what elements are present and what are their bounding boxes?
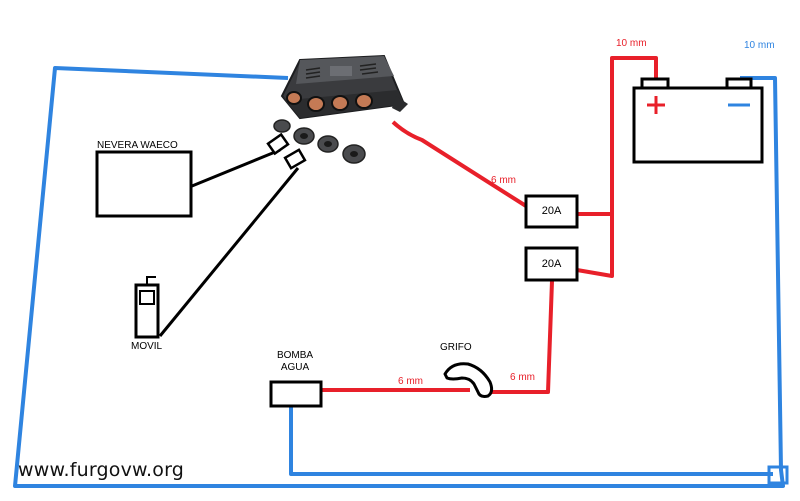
socket-strip-icon: [273, 54, 408, 164]
negative-wire-main: [13, 66, 785, 488]
phone-icon: [134, 276, 160, 339]
label-tap: GRIFO: [440, 342, 472, 353]
label-wire-socket: 6 mm: [491, 175, 516, 186]
fuse-1: [524, 194, 579, 229]
label-wire-battery-positive: 10 mm: [616, 38, 647, 49]
fuse-1-label: 20A: [541, 205, 562, 217]
battery: [632, 77, 764, 164]
phone-plug-icon: [283, 148, 307, 170]
fridge-cable: [191, 148, 281, 188]
phone-cable: [158, 167, 300, 337]
pump-box: [269, 380, 323, 408]
label-pump-line2: AGUA: [280, 362, 310, 373]
label-fridge: NEVERA WAECO: [97, 140, 178, 151]
battery-plus-icon: [647, 96, 665, 114]
fridge-plug-icon: [266, 132, 290, 156]
negative-wire-pump: [289, 406, 773, 476]
positive-wire-socket: [391, 120, 528, 208]
fuse-2-label: 20A: [541, 258, 562, 270]
label-wire-battery-negative: 10 mm: [744, 40, 775, 51]
label-wire-tap-fuse: 6 mm: [510, 372, 535, 383]
label-phone: MOVIL: [131, 341, 163, 352]
positive-wire-battery: [610, 56, 658, 214]
positive-wire-pump: [490, 280, 554, 394]
ground-terminal: [767, 465, 789, 485]
tap-icon: [443, 362, 494, 398]
label-pump-line1: BOMBA: [276, 350, 314, 361]
fuse-2: [524, 246, 579, 282]
positive-wire-fuse2-branch: [576, 210, 614, 278]
watermark-text: www.furgovw.org: [18, 459, 185, 481]
fridge-box: [95, 150, 193, 218]
label-wire-pump-tap: 6 mm: [398, 376, 423, 387]
